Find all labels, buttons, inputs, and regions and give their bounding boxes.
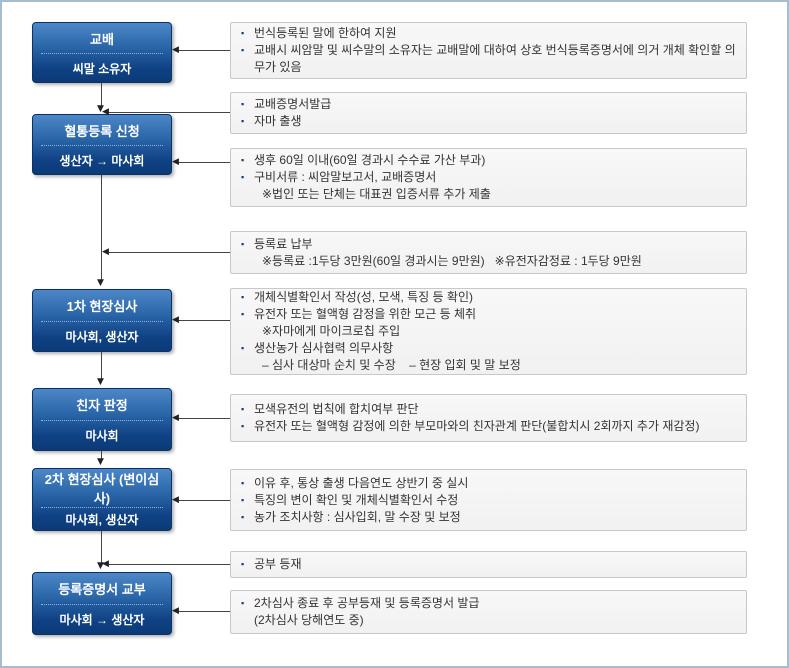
step-subtitle: 마사회 → 생산자 <box>59 613 145 628</box>
arrow-down-icon: ▼ <box>97 561 104 571</box>
note-mating-info: ▪ 번식등록된 말에 한하여 지원 ▪ 교배시 씨암말 및 씨수말의 소유자는 … <box>230 22 747 79</box>
note-line: ▪ 등록료 납부 <box>241 236 313 251</box>
note-connector <box>178 418 230 419</box>
flow-connector <box>101 83 102 109</box>
step-parentage-judgment: 친자 판정 마사회 <box>32 388 172 451</box>
flow-connector <box>101 531 102 566</box>
step-certificate-issuance: 등록증명서 교부 마사회 → 생산자 <box>32 572 172 635</box>
bullet-icon: ▪ <box>241 292 245 302</box>
bullet-icon: ▪ <box>241 511 245 522</box>
step-subtitle: 생산자 → 마사회 <box>59 153 145 168</box>
step-subtitle: 씨말 소유자 <box>72 61 132 76</box>
flow-connector <box>101 352 102 382</box>
note-line: ▪ 모색유전의 법칙에 합치여부 판단 <box>241 402 419 416</box>
bullet-icon: ▪ <box>241 28 245 38</box>
note-connector <box>178 162 230 163</box>
note-line: ▪ 농가 조치사항 : 심사입회, 말 수장 및 보정 <box>241 509 461 524</box>
step-subtitle: 마사회, 생산자 <box>65 330 139 345</box>
bullet-icon: ▪ <box>241 45 245 55</box>
bullet-icon: ▪ <box>241 172 245 182</box>
bullet-icon: ▪ <box>241 99 245 109</box>
note-line: ▪ 개체식별확인서 작성(성, 모색, 특징 등 확인) <box>241 290 474 304</box>
bullet-icon: ▪ <box>241 155 245 165</box>
note-certificate-and-birth: ▪ 교배증명서발급 ▪ 자마 출생 <box>230 92 747 134</box>
note-registration-fee: ▪ 등록료 납부 ※등록료 :1두당 3만원(60일 경과시는 9만원) ※유전… <box>230 231 747 274</box>
flow-connector <box>101 451 102 462</box>
arrow-left-icon: ◀ <box>172 606 179 616</box>
bullet-icon: ▪ <box>241 343 245 353</box>
bullet-icon: ▪ <box>241 309 245 319</box>
note-subline: ※자마에게 마이크로칩 주입 <box>262 324 401 338</box>
note-connector <box>106 112 230 113</box>
note-line: ▪ 유전자 또는 혈액형 감정에 의한 부모마와의 친자관계 판단(불합치시 2… <box>241 419 700 433</box>
note-line: ▪ 특징의 변이 확인 및 개체식별확인서 수정 <box>241 492 459 507</box>
note-line: ▪ 유전자 또는 혈액형 감정을 위한 모근 등 체취 <box>241 307 477 321</box>
bullet-icon: ▪ <box>241 494 245 505</box>
note-line: ▪ 교배시 씨암말 및 씨수말의 소유자는 교배말에 대하여 상호 번식등록증명… <box>241 43 736 74</box>
bullet-icon: ▪ <box>241 116 245 126</box>
arrow-left-icon: ◀ <box>172 45 179 55</box>
arrow-left-icon: ◀ <box>172 495 179 505</box>
arrow-down-icon: ▼ <box>97 104 104 114</box>
step-first-field-inspection: 1차 현장심사 마사회, 생산자 <box>32 289 172 352</box>
note-connector <box>106 564 230 565</box>
note-second-inspection-details: ▪ 이유 후, 통상 출생 다음연도 상반기 중 실시 ▪ 특징의 변이 확인 … <box>230 469 747 531</box>
arrow-left-icon: ◀ <box>172 413 179 423</box>
note-line: ▪ 자마 출생 <box>241 114 302 128</box>
note-line: ▪ 번식등록된 말에 한하여 지원 <box>241 26 397 40</box>
step-second-field-inspection: 2차 현장심사 (변이심사) 마사회, 생산자 <box>32 468 172 531</box>
note-subline: (2차심사 당해연도 중) <box>254 613 364 627</box>
note-subline: ※등록료 :1두당 3만원(60일 경과시는 9만원) ※유전자감정료 : 1두… <box>262 253 642 268</box>
arrow-down-icon: ▼ <box>97 377 104 387</box>
note-line: ▪ 생산농가 심사협력 의무사항 <box>241 341 394 355</box>
bullet-icon: ▪ <box>241 404 245 414</box>
note-line: ▪ 이유 후, 통상 출생 다음연도 상반기 중 실시 <box>241 475 469 490</box>
arrow-left-icon: ◀ <box>102 107 109 117</box>
note-line: ▪ 생후 60일 이내(60일 경과시 수수료 가산 부과) <box>241 153 486 167</box>
note-parentage-details: ▪ 모색유전의 법칙에 합치여부 판단 ▪ 유전자 또는 혈액형 감정에 의한 … <box>230 394 747 442</box>
step-title: 친자 판정 <box>41 389 163 422</box>
note-line: ▪ 교배증명서발급 <box>241 97 332 111</box>
bullet-icon: ▪ <box>241 238 245 249</box>
step-subtitle: 마사회 <box>85 429 119 444</box>
bullet-icon: ▪ <box>241 421 245 431</box>
note-connector <box>178 500 230 501</box>
flow-connector <box>101 175 102 283</box>
arrow-down-icon: ▼ <box>97 457 104 467</box>
note-connector <box>106 252 230 253</box>
note-application-requirements: ▪ 생후 60일 이내(60일 경과시 수수료 가산 부과) ▪ 구비서류 : … <box>230 148 747 207</box>
note-certificate-issue-details: ▪ 2차심사 종료 후 공부등재 및 등록증명서 발급 (2차심사 당해연도 중… <box>230 590 747 634</box>
note-connector <box>178 611 230 612</box>
note-first-inspection-details: ▪ 개체식별확인서 작성(성, 모색, 특징 등 확인) ▪ 유전자 또는 혈액… <box>230 288 747 375</box>
arrow-left-icon: ◀ <box>172 315 179 325</box>
bullet-icon: ▪ <box>241 477 245 488</box>
note-record-entry: ▪ 공부 등재 <box>230 551 747 578</box>
note-connector <box>178 50 230 51</box>
note-line: ▪ 구비서류 : 씨암말보고서, 교배증명서 <box>241 170 437 184</box>
bullet-icon: ▪ <box>241 559 245 569</box>
arrow-left-icon: ◀ <box>102 559 109 569</box>
step-registration-application: 혈통등록 신청 생산자 → 마사회 <box>32 114 172 175</box>
step-title: 2차 현장심사 (변이심사) <box>41 469 163 508</box>
note-subline: – 심사 대상마 순치 및 수장 – 현장 입회 및 말 보정 <box>262 358 521 372</box>
note-line: ▪ 공부 등재 <box>241 557 302 571</box>
bullet-icon: ▪ <box>241 598 245 608</box>
arrow-left-icon: ◀ <box>102 247 109 257</box>
step-title: 1차 현장심사 <box>41 290 163 323</box>
note-connector <box>178 320 230 321</box>
arrow-down-icon: ▼ <box>97 278 104 288</box>
arrow-left-icon: ◀ <box>172 157 179 167</box>
step-title: 교배 <box>41 23 163 55</box>
step-title: 혈통등록 신청 <box>41 115 163 147</box>
note-line: ▪ 2차심사 종료 후 공부등재 및 등록증명서 발급 <box>241 596 480 610</box>
step-mating: 교배 씨말 소유자 <box>32 22 172 83</box>
note-subline: ※법인 또는 단체는 대표권 입증서류 추가 제출 <box>262 187 491 201</box>
step-subtitle: 마사회, 생산자 <box>65 512 139 527</box>
step-title: 등록증명서 교부 <box>41 573 163 606</box>
